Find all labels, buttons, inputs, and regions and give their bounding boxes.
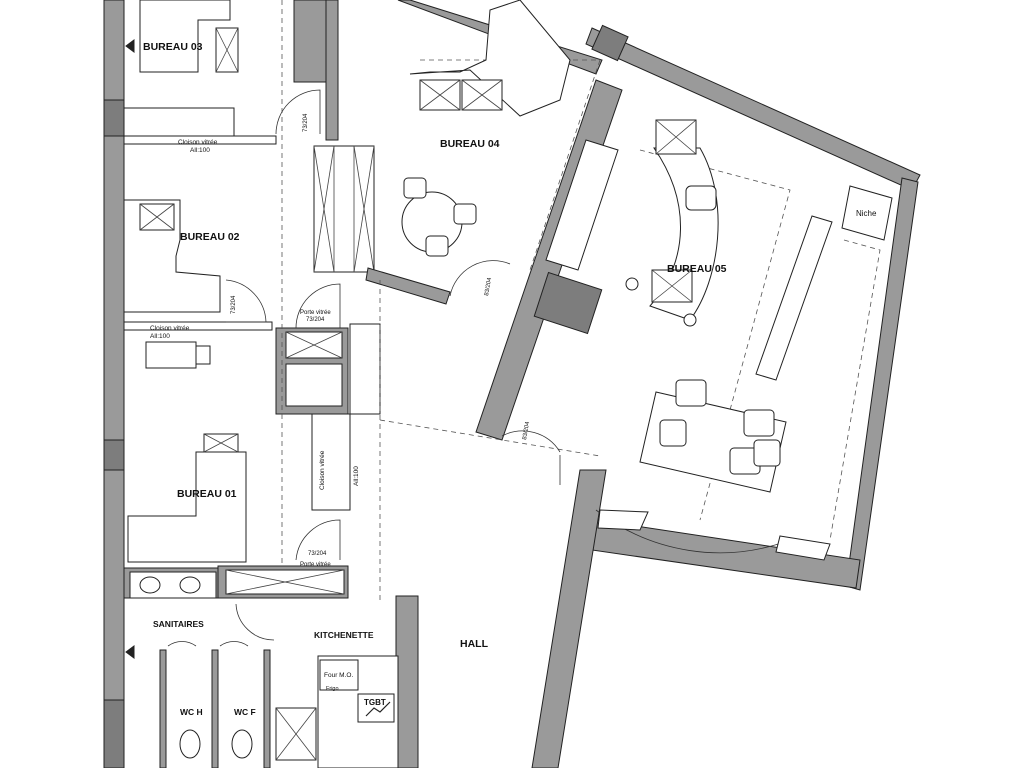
label-bureau-03: BUREAU 03 — [143, 41, 203, 53]
label-alt-1: All:100 — [190, 147, 210, 154]
label-bureau-04: BUREAU 04 — [440, 138, 500, 150]
label-door-vitree-1: 73/204 — [306, 317, 325, 323]
label-hall: HALL — [460, 638, 489, 650]
label-cloison-vitree-2: Cloison vitrée — [150, 325, 190, 332]
desk-bureau-03 — [139, 0, 231, 73]
label-door-b05: 83/204 — [522, 421, 531, 441]
label-tgbt: TGBT — [364, 698, 386, 707]
label-wc-f: WC F — [234, 707, 256, 717]
label-sanitaires: SANITAIRES — [153, 619, 204, 629]
desk-bureau-04 — [409, 0, 571, 117]
label-alt-2: All:100 — [150, 333, 170, 340]
label-porte-vitree-1: Porte vitrée — [300, 310, 331, 316]
furniture — [123, 0, 831, 768]
label-four: Four M.O. — [324, 672, 353, 679]
wc-h-toilet — [179, 729, 201, 759]
label-door-b02: 73/204 — [231, 295, 237, 314]
sink-counter — [129, 571, 217, 599]
annotations: Cloison vitrée All:100 Cloison vitrée Al… — [150, 113, 531, 707]
room-labels: BUREAU 03 BUREAU 02 BUREAU 01 BUREAU 04 … — [143, 41, 877, 717]
label-frigo: Frigo — [326, 686, 339, 692]
label-bureau-01: BUREAU 01 — [177, 488, 237, 500]
wc-f-toilet — [231, 729, 253, 759]
label-wc-h: WC H — [180, 707, 203, 717]
label-porte-vitree-2: Porte vitrée — [300, 562, 331, 568]
label-kitchenette: KITCHENETTE — [314, 630, 374, 640]
interior-walls — [123, 0, 893, 768]
label-door-b03: 73/204 — [303, 113, 309, 132]
label-cloison-vitree-3: Cloison vitrée — [319, 450, 326, 490]
desk-bureau-01 — [127, 451, 247, 563]
label-alt-3: All:100 — [353, 466, 360, 486]
entry-markers — [125, 39, 135, 659]
label-door-b04: 83/204 — [484, 277, 493, 297]
label-bureau-02: BUREAU 02 — [180, 231, 240, 243]
label-niche: Niche — [856, 209, 877, 218]
label-cloison-vitree-1: Cloison vitrée — [178, 139, 218, 146]
label-door-b01: 73/204 — [308, 551, 327, 557]
label-bureau-05: BUREAU 05 — [667, 263, 727, 275]
ceiling-lines — [281, 0, 881, 600]
